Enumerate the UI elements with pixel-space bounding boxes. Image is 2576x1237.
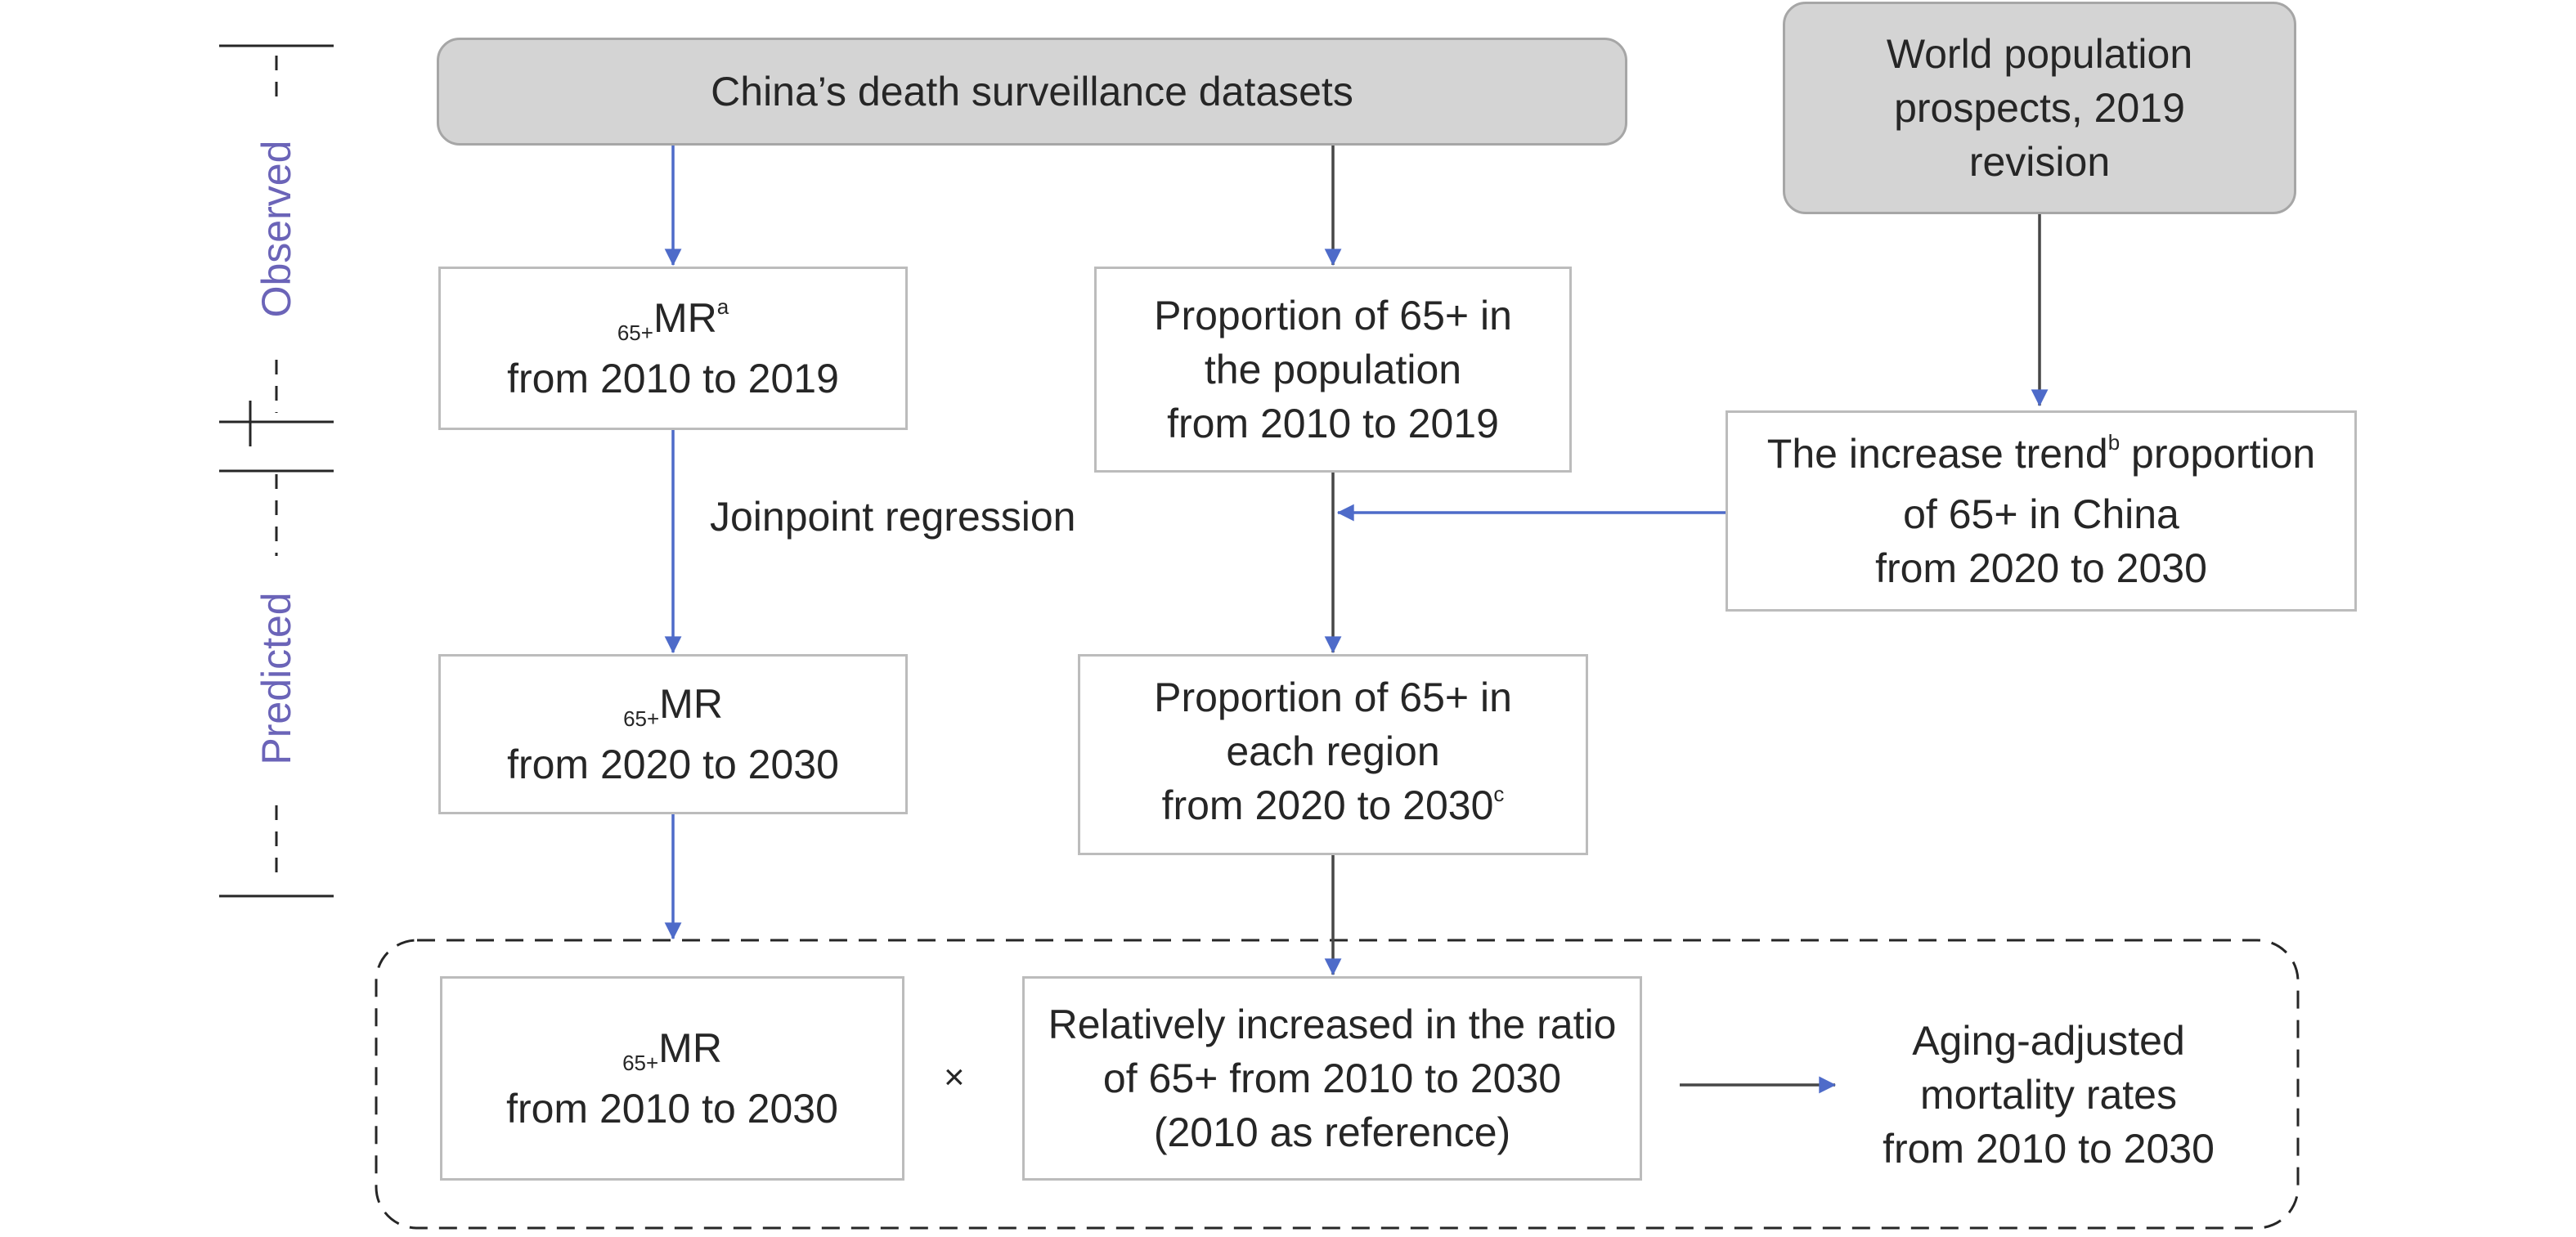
predicted-phase-bracket (219, 469, 334, 898)
observed-phase-bracket (219, 44, 334, 424)
mr-combined-box: 65+MR from 2010 to 2030 (440, 976, 904, 1181)
phase-divider-marks (249, 401, 278, 556)
proportion-region-line-2: each region (1226, 728, 1440, 774)
world-population-line-1: World population (1886, 31, 2193, 77)
mr-observed-title: 65+MRa (617, 294, 729, 345)
increase-trend-box: The increase trendb proportion of 65+ in… (1726, 410, 2357, 612)
increase-trend-line-1: The increase trendb proportion (1766, 430, 2316, 477)
observed-phase-label: Observed (254, 140, 299, 318)
mr-combined-period: from 2010 to 2030 (506, 1086, 838, 1132)
aging-adjusted-box: Aging-adjusted mortality rates from 2010… (1840, 1001, 2257, 1189)
increase-trend-line-2: of 65+ in China (1903, 491, 2179, 537)
ratio-line-3: (2010 as reference) (1153, 1109, 1511, 1155)
increase-trend-line-3: from 2020 to 2030 (1875, 545, 2207, 591)
mr-predicted-title: 65+MR (623, 681, 723, 731)
death-surveillance-box: China’s death surveillance datasets (437, 38, 1627, 146)
world-population-line-2: prospects, 2019 (1894, 85, 2185, 131)
proportion-observed-line-3: from 2010 to 2019 (1167, 401, 1499, 446)
ratio-line-2: of 65+ from 2010 to 2030 (1102, 1055, 1562, 1101)
mr-observed-period: from 2010 to 2019 (507, 356, 839, 401)
mr-combined-title: 65+MR (622, 1025, 722, 1075)
aging-adjusted-line-1: Aging-adjusted (1912, 1018, 2185, 1064)
proportion-observed-line-2: the population (1204, 347, 1462, 392)
multiply-sign: × (944, 1057, 965, 1097)
aging-adjusted-line-2: mortality rates (1920, 1072, 2177, 1118)
mr-predicted-period: from 2020 to 2030 (507, 742, 839, 787)
death-surveillance-text: China’s death surveillance datasets (711, 69, 1353, 114)
ratio-box: Relatively increased in the ratio of 65+… (1022, 976, 1642, 1181)
proportion-observed-line-1: Proportion of 65+ in (1154, 293, 1512, 338)
mr-predicted-box: 65+MR from 2020 to 2030 (438, 654, 908, 814)
aging-adjusted-line-3: from 2010 to 2030 (1883, 1126, 2215, 1172)
result-group-border (375, 939, 2300, 1230)
mr-observed-box: 65+MRa from 2010 to 2019 (438, 267, 908, 430)
proportion-region-line-1: Proportion of 65+ in (1154, 675, 1512, 720)
world-population-line-3: revision (1968, 139, 2111, 185)
predicted-phase-label: Predicted (254, 592, 299, 765)
ratio-line-1: Relatively increased in the ratio (1048, 1002, 1617, 1047)
proportion-region-box: Proportion of 65+ in each region from 20… (1078, 654, 1588, 855)
proportion-observed-box: Proportion of 65+ in the population from… (1094, 267, 1572, 473)
world-population-box: World population prospects, 2019 revisio… (1783, 2, 2296, 214)
proportion-region-line-3: from 2020 to 2030c (1161, 782, 1505, 828)
joinpoint-regression-label: Joinpoint regression (710, 494, 1076, 540)
